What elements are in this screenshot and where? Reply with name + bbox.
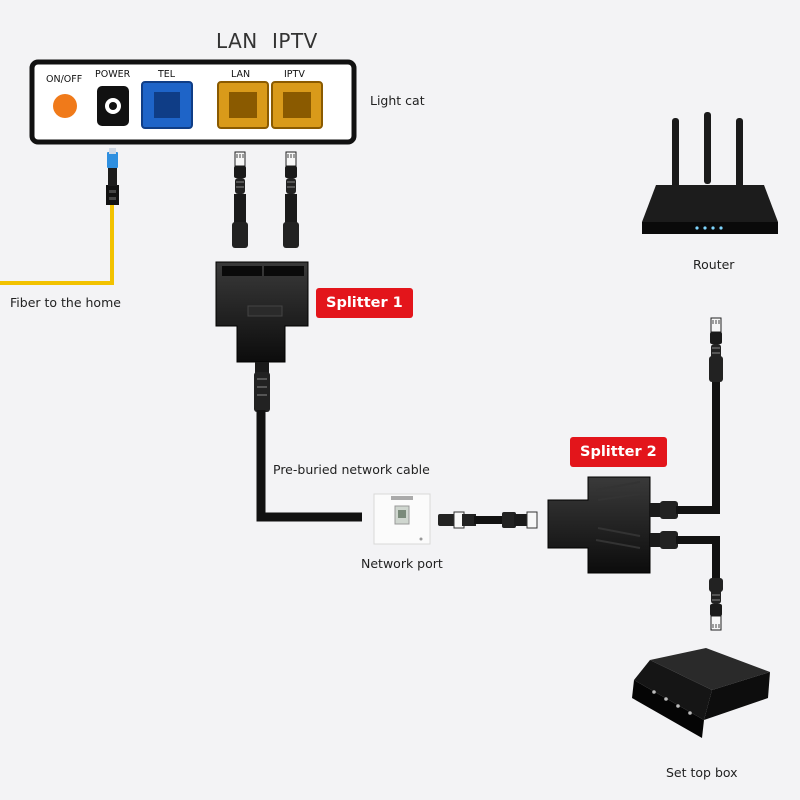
network-wall-port (373, 493, 431, 545)
set-top-box-icon (632, 648, 770, 738)
light-cat-modem (29, 59, 357, 145)
lan-header: LAN (216, 29, 258, 53)
tel-port-icon (141, 81, 193, 129)
iptv-port-icon (271, 81, 323, 129)
splitter-2-device (547, 476, 651, 574)
power-port-label: POWER (95, 69, 131, 80)
network-port-label: Network port (361, 556, 443, 571)
router-label: Router (693, 257, 735, 272)
splitter-2-tag: Splitter 2 (570, 437, 667, 467)
router-icon (642, 112, 778, 234)
lan-port-label: LAN (231, 69, 251, 80)
pre-buried-cable-label: Pre-buried network cable (273, 462, 430, 477)
lan-port-icon (217, 81, 269, 129)
iptv-port-label: IPTV (284, 69, 305, 80)
fiber-label: Fiber to the home (10, 295, 121, 310)
fiber-cable (0, 148, 119, 285)
light-cat-label: Light cat (370, 93, 425, 108)
splitter-2-output-cables (650, 317, 723, 631)
onoff-port-label: ON/OFF (46, 74, 83, 85)
tel-port-label: TEL (158, 69, 176, 80)
set-top-box-label: Set top box (666, 765, 738, 780)
modem-patch-cables (232, 151, 299, 248)
iptv-header: IPTV (272, 29, 318, 53)
splitter-1-tag: Splitter 1 (316, 288, 413, 318)
port-to-splitter-2-cable (438, 511, 538, 529)
pre-buried-cable (254, 362, 362, 522)
splitter-1-device (215, 261, 309, 363)
power-button-icon (53, 94, 77, 118)
